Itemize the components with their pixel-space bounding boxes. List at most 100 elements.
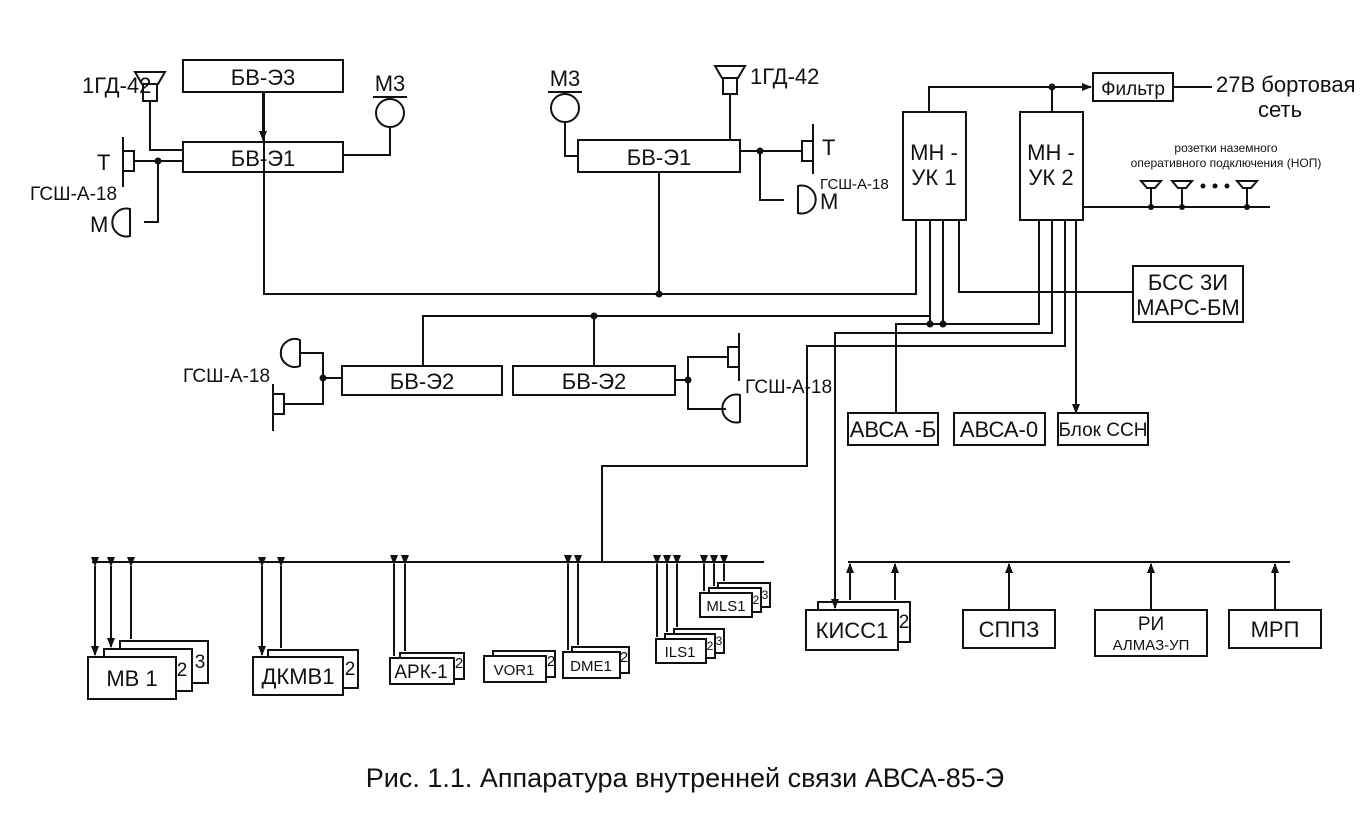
svg-text:ILS1: ILS1	[665, 644, 696, 661]
dkmv-stack: ДКМВ1 2	[252, 649, 359, 696]
spp-box	[962, 609, 1056, 649]
svg-text:АРК-1: АРК-1	[394, 662, 447, 683]
mic-m3-right-label: М3	[550, 66, 581, 91]
ark-stack: АРК-1 2	[389, 652, 465, 685]
speaker-right-icon	[713, 65, 747, 95]
recorder-box	[1132, 265, 1244, 323]
speaker-right-label: 1ГД-42	[750, 64, 819, 89]
socket-icon	[1138, 180, 1164, 207]
power-supply: Фильтр 27В бортовая сеть	[928, 72, 1356, 122]
bve2-left-box	[341, 365, 503, 396]
amplifier-mn-uk2: МН - УК 2	[1019, 111, 1084, 221]
vor-stack: VOR1 2	[483, 650, 556, 683]
headset-bve2-left-label: ГСШ-А-18	[183, 366, 270, 387]
mrp-box	[1228, 609, 1322, 649]
bve-bus-wire	[263, 92, 917, 295]
speaker-left-label: 1ГД-42	[82, 73, 151, 98]
mic-m-left-label: М	[90, 212, 108, 237]
bve3-box	[182, 59, 344, 93]
mic-bve2-left-icon	[279, 338, 301, 368]
mic-m3-left-label: М3	[375, 71, 406, 96]
svg-text:DME1: DME1	[570, 658, 612, 675]
mic-m3-right-wire	[564, 122, 578, 157]
filter-box	[1092, 72, 1174, 102]
svg-text:3: 3	[195, 652, 206, 673]
mic-m-right-icon	[797, 184, 817, 215]
figure-caption: Рис. 1.1. Аппаратура внутренней связи АВ…	[366, 763, 1004, 793]
bve2-left-label: БВ-Э2	[390, 369, 455, 394]
recorder-label-1: БСС 3И	[1148, 270, 1228, 295]
bve2-right-box	[512, 365, 676, 396]
svg-text:2: 2	[899, 612, 910, 633]
power-source-line2: сеть	[1258, 97, 1302, 122]
phone-t-right-label: Т	[822, 135, 835, 160]
mic-m-left-icon	[111, 207, 131, 238]
svg-text:2: 2	[455, 655, 463, 672]
mrp-label: МРП	[1251, 617, 1300, 642]
bve3-label: БВ-Э3	[231, 65, 296, 90]
ssn-box	[1057, 412, 1149, 446]
socket-icon	[1169, 180, 1195, 207]
ground-sockets: розетки наземного оперативного подключен…	[1083, 141, 1321, 210]
svg-text:МН -: МН -	[1027, 140, 1075, 165]
svg-text:2: 2	[345, 659, 356, 680]
headset-left-icon	[122, 137, 135, 187]
svg-text:MLS1: MLS1	[706, 598, 745, 615]
ssn-label: Блок ССН	[1059, 420, 1148, 441]
headset-left-label: ГСШ-А-18	[30, 184, 117, 205]
spp-label: СППЗ	[979, 617, 1040, 642]
filter-label: Фильтр	[1101, 79, 1165, 100]
power-source-line1: 27В бортовая	[1216, 72, 1356, 97]
svg-text:3: 3	[762, 588, 769, 602]
svg-text:розетки наземного: розетки наземного	[1174, 141, 1278, 155]
headset-right-icon	[801, 124, 814, 174]
mic-m3-left-wire	[343, 127, 391, 156]
mic-m-left-wire	[144, 161, 159, 223]
svg-text:КИСС1: КИСС1	[816, 618, 889, 643]
amplifier-mn-uk1: МН - УК 1	[902, 111, 967, 221]
recorder-label-2: МАРС-БМ	[1136, 295, 1239, 320]
headset-bve2-right-icon	[727, 333, 740, 381]
ri-box	[1094, 609, 1208, 657]
avsa-0-box	[953, 412, 1046, 446]
svg-text:2: 2	[753, 593, 760, 607]
avsa-b-box	[847, 412, 939, 446]
mic-m-right-wire	[759, 151, 784, 201]
kiss-stack: КИСС1 2	[805, 601, 911, 651]
mv-stack: МВ 1 2 3	[87, 640, 209, 700]
mls-stack: MLS1 2 3	[699, 582, 771, 618]
svg-text:2: 2	[177, 660, 188, 681]
bve1-right-label: БВ-Э1	[627, 145, 692, 170]
ri-label-2: АЛМАЗ-УП	[1113, 637, 1190, 654]
avsa-b-label: АВСА -Б	[850, 417, 937, 442]
headset-bve2-right-label: ГСШ-А-18	[745, 377, 832, 398]
svg-text:VOR1: VOR1	[494, 662, 535, 679]
svg-text:2: 2	[707, 639, 714, 653]
svg-text:МН -: МН -	[910, 140, 958, 165]
left-crew-station: БВ-Э3 БВ-Э1 1ГД-42 М3 Т ГСШ-А-18 М	[30, 59, 407, 238]
svg-text:УК 2: УК 2	[1028, 165, 1073, 190]
mic-m-right-label: М	[820, 189, 838, 214]
right-crew-station: БВ-Э1 М3 1ГД-42 Т ГСШ-А-18 М	[548, 64, 889, 215]
ils-stack: ILS1 2 3	[655, 628, 725, 664]
svg-text:оперативного подключения (НОП): оперативного подключения (НОП)	[1131, 156, 1322, 170]
phone-t-left-label: Т	[97, 150, 110, 175]
headset-right-label: ГСШ-А-18	[820, 176, 889, 193]
svg-text:2: 2	[547, 653, 555, 670]
avsa-0-label: АВСА-0	[960, 417, 1038, 442]
socket-icon	[1234, 180, 1260, 207]
speaker-left-wire	[149, 101, 183, 151]
svg-text:МВ 1: МВ 1	[106, 666, 157, 691]
bve2-right-label: БВ-Э2	[562, 369, 627, 394]
svg-text:УК 1: УК 1	[911, 165, 956, 190]
svg-text:ДКМВ1: ДКМВ1	[262, 664, 335, 689]
mic-m3-right-icon	[550, 93, 580, 123]
mic-m3-left-icon	[375, 98, 405, 128]
dme-stack: DME1 2	[562, 646, 630, 679]
mic-bve2-right-icon	[721, 393, 741, 424]
ri-label-1: РИ	[1138, 614, 1164, 635]
headset-bve2-left-icon	[272, 384, 285, 431]
svg-text:2: 2	[620, 649, 628, 666]
svg-text:3: 3	[716, 634, 723, 648]
